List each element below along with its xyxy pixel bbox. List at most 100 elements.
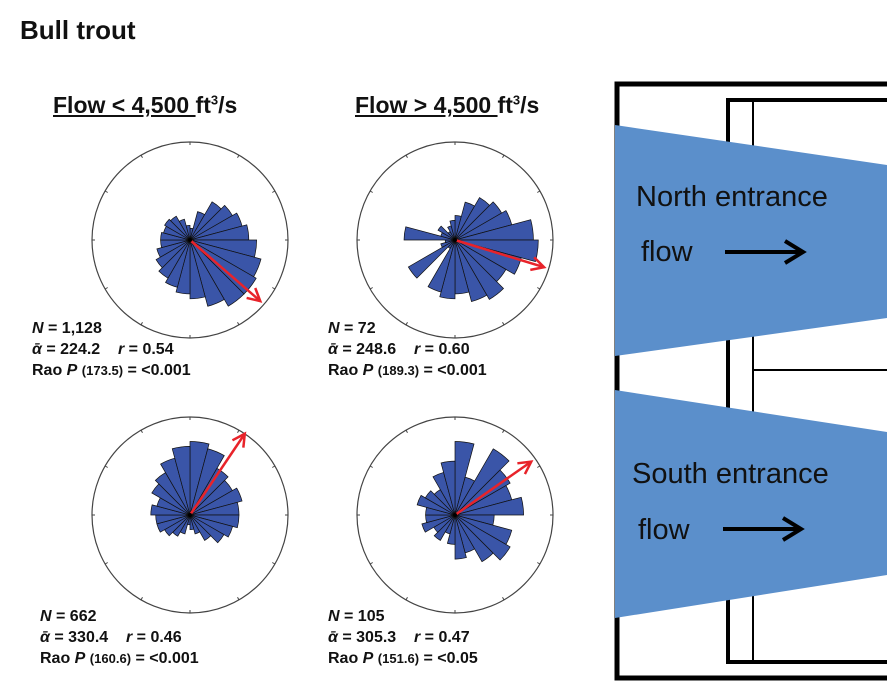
rose-petal [178, 218, 191, 241]
column-heading-low-flow: Flow < 4,500 ft3/s [53, 92, 238, 118]
rose-tick [272, 190, 276, 193]
north-flow-arrow-icon [725, 239, 807, 265]
rose-diagrams [91, 141, 554, 614]
rose-tick [405, 597, 408, 601]
rose-petal [454, 239, 488, 302]
rose-petal [158, 239, 191, 279]
rose-tick [502, 322, 505, 326]
rose-center [188, 238, 192, 242]
rose-center [453, 238, 457, 242]
figure-title: Bull trout [20, 15, 136, 45]
rose-petal [189, 239, 206, 300]
rose-petal [454, 239, 522, 275]
rose-tick [104, 465, 108, 468]
rose-tick [272, 287, 276, 290]
rose-petal [454, 448, 510, 516]
rose-tick [502, 597, 505, 601]
rose-petal [437, 225, 456, 241]
rose-petal [454, 514, 467, 560]
rose-tick [537, 562, 541, 565]
rose-petal [421, 514, 456, 533]
rose-petal [416, 494, 456, 516]
rose-petal [433, 514, 456, 541]
rose-petal [189, 514, 225, 544]
rose-tick [537, 465, 541, 468]
rose-tick [237, 154, 240, 158]
rose-tick [104, 562, 108, 565]
rose-petal [454, 514, 494, 563]
rose-tick [369, 562, 373, 565]
rose-petal [189, 467, 229, 516]
mean-vector-arrowhead-icon [517, 460, 534, 475]
rose-tick [537, 190, 541, 193]
rose-petal [189, 514, 234, 538]
rose-tick [405, 322, 408, 326]
south-flow-label: flow [638, 514, 691, 546]
rose-petal [185, 224, 191, 241]
rose-petal [189, 448, 225, 516]
stats-block: N = 662 ᾱ = 330.4 r = 0.46 Rao P (160.6)… [40, 608, 199, 667]
rose-tick [369, 190, 373, 193]
rose-tick [502, 429, 505, 433]
rose-petal [189, 239, 245, 307]
north-entrance-label: North entrance [636, 181, 828, 213]
north-flow-area [615, 125, 887, 356]
rose-tick [140, 322, 143, 326]
rose-petal [156, 239, 191, 258]
rose-tick [405, 154, 408, 158]
stats-block: N = 105 ᾱ = 305.3 r = 0.47 Rao P (151.6)… [328, 608, 478, 667]
rose-tick [140, 429, 143, 433]
rose-petal [170, 215, 191, 241]
rose-center [453, 513, 457, 517]
mean-vector-arrow [454, 460, 532, 517]
rose-petal [189, 514, 201, 535]
rose-petal [407, 239, 456, 279]
rose-tick [537, 287, 541, 290]
mean-vector-arrow [189, 239, 262, 303]
rose-tick [237, 429, 240, 433]
rose-petal [171, 446, 191, 516]
mean-vector-arrowhead-icon [231, 431, 247, 448]
rose-tick [272, 562, 276, 565]
rose-tick [237, 322, 240, 326]
rose-tick [140, 597, 143, 601]
inner-structure-outline [726, 98, 887, 664]
rose-petal [189, 514, 212, 541]
rose-petal [165, 239, 191, 288]
rose-center [188, 513, 192, 517]
rose-petal [164, 218, 191, 241]
rose-petal [427, 239, 456, 293]
rose-petal [424, 490, 456, 516]
rose-tick [237, 597, 240, 601]
rose-petal [454, 514, 511, 561]
mean-vector-arrowhead-icon [530, 256, 547, 272]
rose-tick [140, 154, 143, 158]
mean-vector-arrow [188, 433, 246, 516]
rose-petal [189, 239, 225, 307]
north-flow-label: flow [641, 236, 694, 268]
rose-petal [454, 469, 511, 516]
rose-tick [272, 465, 276, 468]
south-flow-area [615, 390, 887, 618]
rose-petal [189, 487, 243, 516]
rose-tick [104, 190, 108, 193]
column-heading-high-flow: Flow > 4,500 ft3/s [355, 92, 540, 118]
stats-block: N = 72 ᾱ = 248.6 r = 0.60 Rao P (189.3) … [328, 320, 487, 379]
rose-petal [440, 239, 456, 248]
rose-petal [189, 514, 195, 531]
mean-vector-arrow [454, 238, 545, 269]
rose-tick [369, 287, 373, 290]
rose-tick [369, 465, 373, 468]
rose-tick [502, 154, 505, 158]
rose-petal [155, 239, 191, 269]
rose-petal [454, 239, 505, 300]
outer-structure-outline [614, 81, 887, 681]
south-flow-arrow-icon [723, 516, 805, 542]
rose-tick [104, 287, 108, 290]
south-entrance-label: South entrance [632, 458, 829, 490]
stats-block: N = 1,128 ᾱ = 224.2 r = 0.54 Rao P (173.… [32, 320, 191, 379]
rose-petal [454, 496, 524, 516]
rose-petal [440, 460, 456, 516]
rose-petal [449, 220, 456, 241]
rose-tick [405, 429, 408, 433]
